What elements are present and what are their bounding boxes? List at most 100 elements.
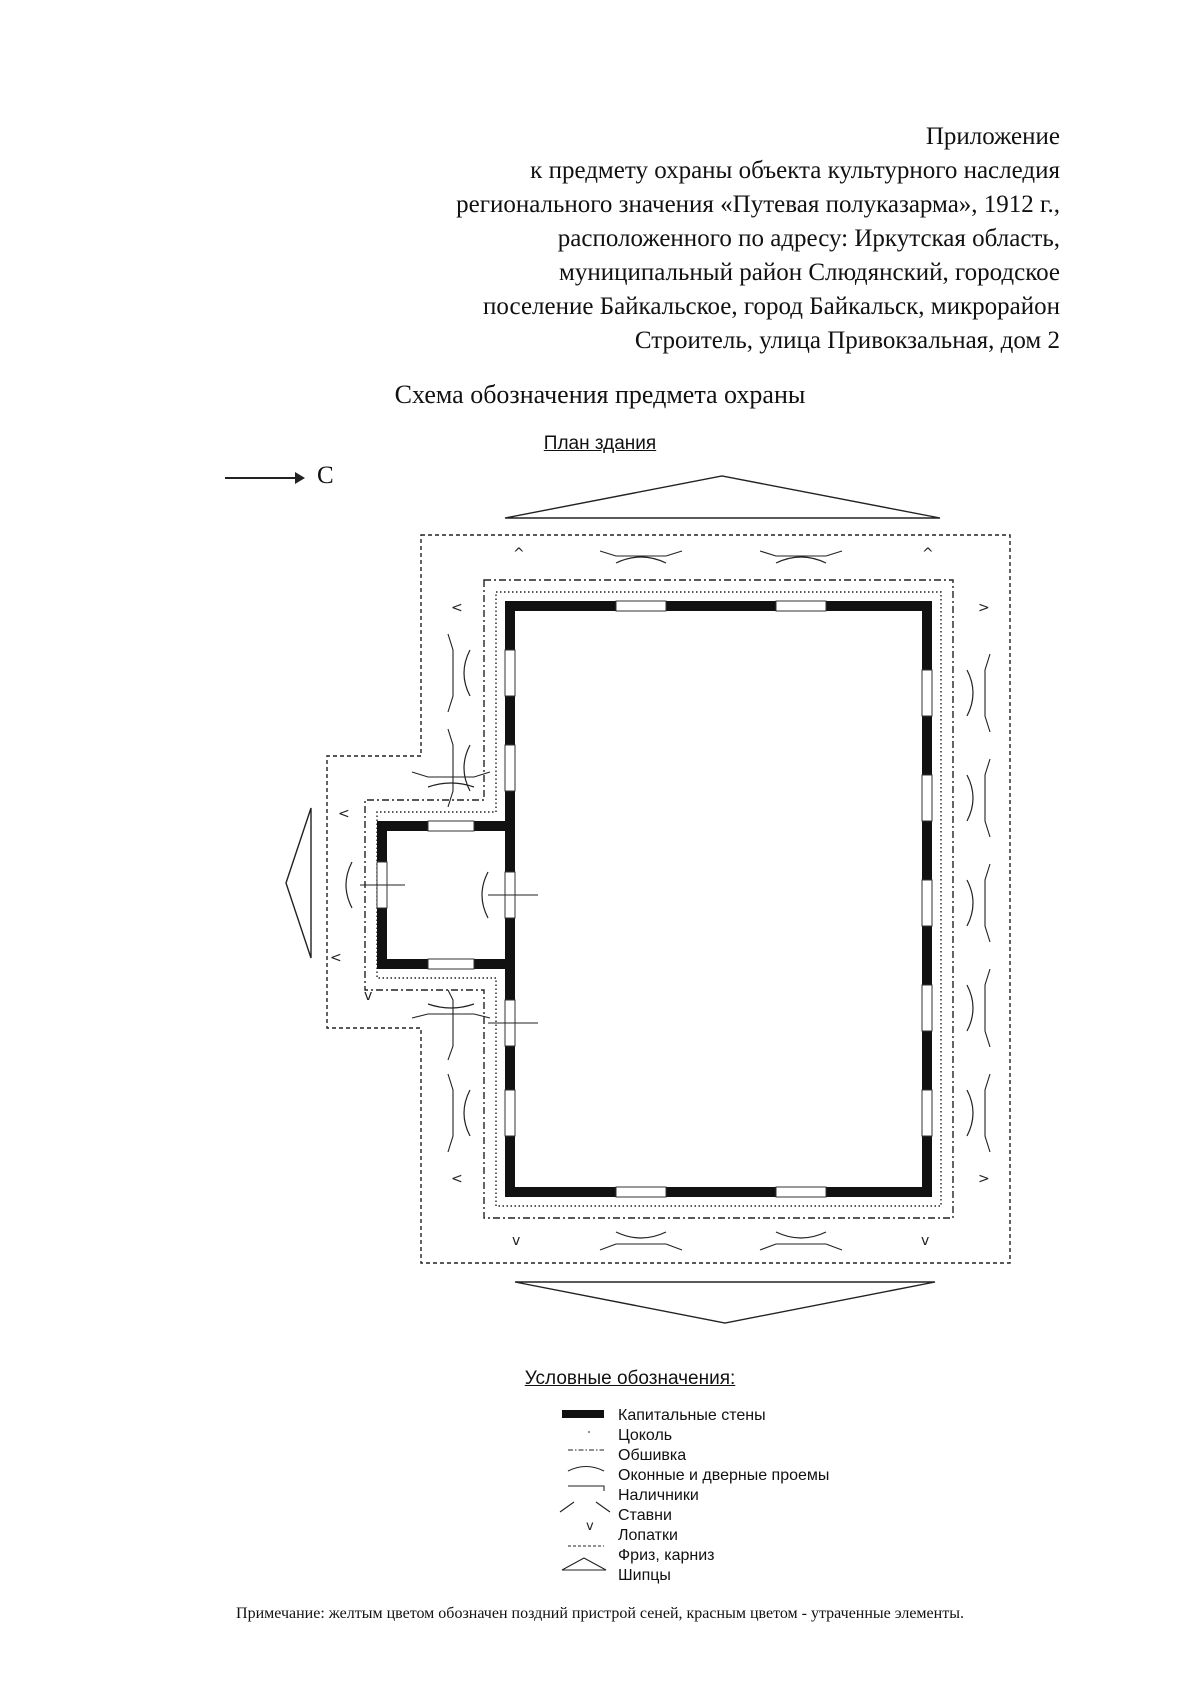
window-opening	[921, 879, 933, 927]
legend-wall-symbol	[562, 1410, 604, 1418]
north-arrow-line	[225, 477, 297, 479]
opening-arc	[463, 649, 471, 697]
window-opening	[427, 820, 475, 832]
opening-arc	[775, 556, 827, 564]
legend-item-label: Оконные и дверные проемы	[618, 1467, 830, 1484]
capital-walls	[377, 601, 932, 1197]
opening-arc	[615, 1231, 667, 1239]
shutter	[984, 653, 991, 733]
opening-arc	[966, 1089, 974, 1137]
legend-item-label: Обшивка	[618, 1447, 687, 1464]
legend-item-label: Лопатки	[618, 1527, 678, 1544]
gable-bottom	[514, 1281, 936, 1324]
gable-left	[285, 807, 312, 959]
footnote: Примечание: желтым цветом обозначен позд…	[236, 1605, 964, 1622]
legend-casing-symbol	[568, 1485, 605, 1491]
opening-arcs	[345, 556, 974, 1239]
shutter	[759, 1243, 843, 1251]
pilaster-mark: <	[451, 600, 463, 616]
shutter	[984, 863, 991, 943]
north-arrow-head-icon	[295, 472, 305, 484]
shutter	[411, 771, 491, 778]
opening-arc	[775, 1231, 827, 1239]
header-line: поселение Байкальское, город Байкальск, …	[483, 293, 1060, 320]
shutter	[984, 1073, 991, 1153]
pilaster-mark: <	[338, 806, 350, 822]
legend-pilaster-symbol: v	[586, 1519, 594, 1534]
shutter	[984, 758, 991, 838]
shutter	[447, 633, 454, 713]
shutter	[411, 1013, 491, 1019]
pilaster-mark: <	[451, 1171, 463, 1187]
legend-item-label: Капитальные стены	[618, 1407, 766, 1424]
pilaster-mark: >	[978, 600, 990, 616]
shutter	[447, 989, 454, 1061]
gables	[285, 475, 941, 1324]
opening-arc	[615, 556, 667, 564]
legend-item-label: Цоколь	[618, 1427, 673, 1444]
scheme-title: Схема обозначения предмета охраны	[394, 380, 806, 409]
legend-shutter-symbol	[559, 1501, 611, 1513]
pilaster-mark: v	[364, 988, 372, 1004]
legend-opening-symbol	[567, 1465, 605, 1472]
cladding-outline	[364, 579, 954, 1219]
window-opening	[615, 600, 667, 612]
header-line: Строитель, улица Привокзальная, дом 2	[634, 327, 1060, 354]
legend-title: Условные обозначения:	[524, 1368, 736, 1389]
legend-item-label: Ставни	[618, 1507, 672, 1524]
header-text-block: Приложение к предмету охраны объекта кул…	[300, 120, 1060, 358]
window-opening	[921, 669, 933, 717]
shutter	[447, 728, 454, 808]
header-line: Приложение	[925, 123, 1060, 150]
pilaster-mark: ^	[922, 546, 934, 562]
header-line: регионального значения «Путевая полуказа…	[456, 191, 1060, 218]
window-opening	[921, 1089, 933, 1137]
header-line: к предмету охраны объекта культурного на…	[530, 157, 1060, 184]
north-label: С	[317, 462, 334, 489]
pilaster-mark: >	[978, 1171, 990, 1187]
north-arrow: С	[225, 462, 345, 502]
pilaster-mark: ^	[513, 546, 525, 562]
plan-title: План здания	[543, 433, 657, 454]
window-opening	[775, 1186, 827, 1198]
window-opening	[615, 1186, 667, 1198]
shutter	[599, 550, 683, 557]
shutters	[411, 550, 991, 1251]
shutter	[759, 550, 843, 557]
shutter	[447, 1073, 454, 1153]
legend-item-label: Наличники	[618, 1487, 699, 1504]
window-opening	[504, 649, 516, 697]
opening-arc	[427, 1003, 475, 1009]
legend-symbols: v	[559, 1410, 611, 1571]
legend-item-label: Шипцы	[618, 1567, 671, 1584]
opening-arc	[966, 669, 974, 717]
window-opening	[921, 984, 933, 1032]
legend-gable-symbol	[561, 1557, 607, 1571]
plinth-outline	[376, 591, 942, 1207]
opening-arc	[345, 861, 353, 909]
window-opening	[775, 600, 827, 612]
opening-arc	[481, 871, 489, 919]
window-opening	[427, 958, 475, 970]
opening-arc	[966, 879, 974, 927]
pilaster-mark: v	[921, 1233, 929, 1249]
legend-item-label: Фриз, карниз	[618, 1547, 715, 1564]
window-opening	[504, 744, 516, 792]
opening-arc	[463, 1089, 471, 1137]
shutter	[599, 1243, 683, 1251]
pilaster-mark: v	[512, 1233, 520, 1249]
shutter	[984, 968, 991, 1048]
window-openings	[376, 600, 933, 1198]
main-walls	[505, 601, 932, 1197]
opening-arc	[966, 774, 974, 822]
header-line: муниципальный район Слюдянский, городско…	[559, 259, 1060, 286]
opening-arc	[966, 984, 974, 1032]
gable-top	[504, 475, 941, 519]
opening-arc	[427, 782, 475, 788]
frieze-outline	[326, 534, 1011, 1264]
window-opening	[504, 1089, 516, 1137]
header-line: расположенного по адресу: Иркутская обла…	[557, 225, 1060, 252]
window-opening	[921, 774, 933, 822]
door-marks	[360, 884, 538, 1024]
